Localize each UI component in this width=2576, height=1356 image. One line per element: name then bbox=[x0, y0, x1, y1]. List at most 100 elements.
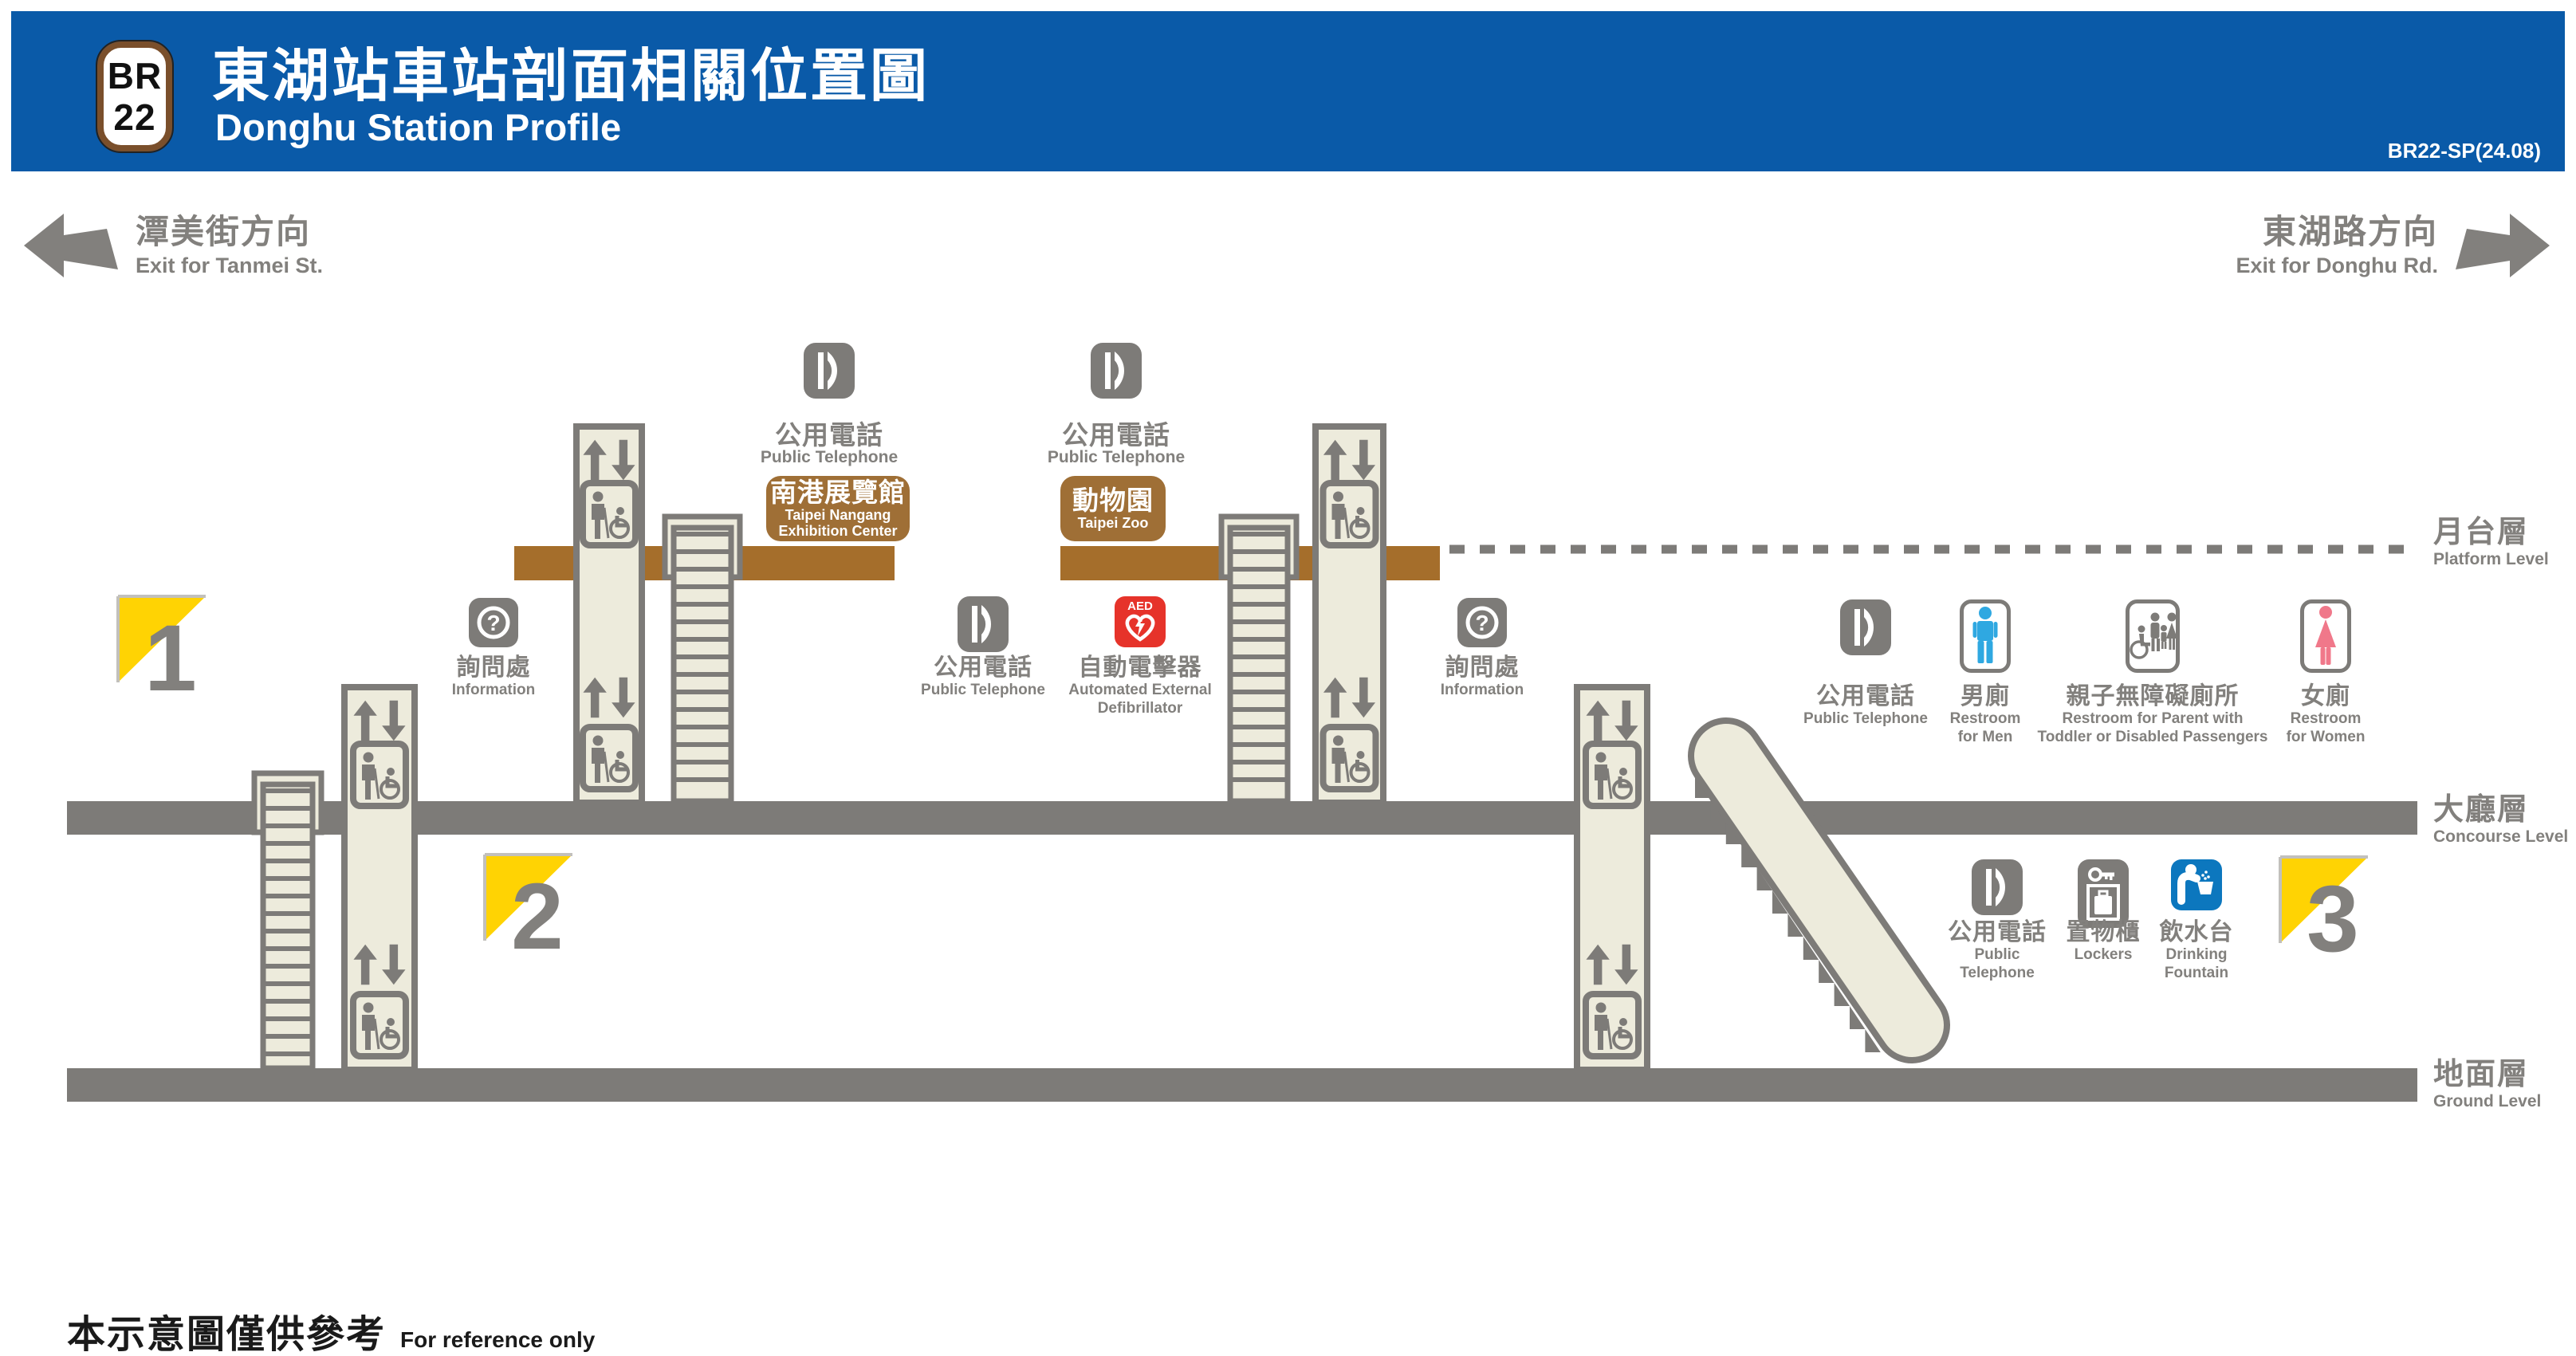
facility-label-en: Automated External bbox=[1068, 682, 1212, 698]
facility-label-en: Toddler or Disabled Passengers bbox=[2037, 728, 2268, 745]
level-label-ground: 地面層 Ground Level bbox=[2433, 1057, 2576, 1111]
facility-label-zh: 置物櫃 bbox=[2066, 919, 2141, 945]
facility-label-zh: 女廁 bbox=[2301, 683, 2350, 709]
elevator-icon bbox=[580, 724, 639, 792]
page-subtitle: Donghu Station Profile bbox=[215, 106, 622, 148]
exit-number: 2 bbox=[511, 864, 564, 969]
svg-text:AED: AED bbox=[1127, 599, 1153, 613]
level-label-zh: 月台層 bbox=[2433, 516, 2530, 549]
elevator-icon bbox=[1319, 480, 1379, 548]
header-bar: BR 22 東湖站車站剖面相關位置圖 Donghu Station Profil… bbox=[11, 11, 2565, 171]
badge-line-code: BR bbox=[107, 55, 163, 96]
restroom-family-icon bbox=[2126, 599, 2180, 673]
aed-icon: AED bbox=[1115, 596, 1166, 647]
destination-sign-zh: 動物園 bbox=[1072, 485, 1154, 515]
facility-label-en: Fountain bbox=[2164, 964, 2229, 981]
facility-label-en: for Women bbox=[2286, 728, 2366, 745]
station-code-badge: BR 22 bbox=[96, 40, 174, 153]
staircase bbox=[662, 513, 743, 804]
info-icon: ? bbox=[469, 598, 518, 647]
facility-label-en: Information bbox=[451, 682, 536, 698]
elevator-icon bbox=[350, 741, 409, 809]
facility-label-zh: 詢問處 bbox=[456, 654, 531, 681]
elevator-shaft bbox=[341, 684, 418, 1073]
staircase bbox=[251, 770, 324, 1071]
facility-info: ? 詢問處 Information bbox=[1347, 598, 1618, 698]
facility-label-zh: 公用電話 bbox=[1062, 420, 1170, 450]
concourse-level-bar bbox=[67, 801, 2417, 835]
badge-station-number: 22 bbox=[113, 96, 156, 138]
arrow-left-icon bbox=[24, 214, 118, 277]
restroom-men-icon bbox=[1960, 599, 2011, 673]
level-label-en: Platform Level bbox=[2433, 550, 2549, 568]
facility-label-zh: 自動電擊器 bbox=[1078, 654, 1202, 681]
level-label-platform: 月台層 Platform Level bbox=[2433, 515, 2576, 569]
ground-level-bar bbox=[67, 1068, 2417, 1102]
exit-flag-2: 2 bbox=[483, 853, 572, 969]
exit-number: 3 bbox=[2307, 867, 2359, 972]
facility-label-en: Lockers bbox=[2074, 946, 2133, 963]
phone-icon bbox=[1972, 859, 2023, 915]
exit-flag-1: 1 bbox=[116, 595, 206, 711]
direction-left-en: Exit for Tanmei St. bbox=[136, 254, 324, 277]
facility-label-en: Public Telephone bbox=[760, 448, 899, 466]
facility-phone: 公用電話 Public Telephone bbox=[848, 596, 1119, 698]
lockers-icon bbox=[2078, 859, 2129, 928]
direction-left: 潭美街方向 Exit for Tanmei St. bbox=[24, 214, 323, 282]
facility-lockers: 置物櫃 Lockers bbox=[1968, 859, 2239, 963]
destination-sign-en: Exhibition Center bbox=[778, 523, 898, 539]
exit-number: 1 bbox=[144, 606, 197, 711]
reference-note-zh: 本示意圖僅供參考 bbox=[67, 1314, 387, 1356]
destination-sign-1: 動物園 Taipei Zoo bbox=[1060, 476, 1166, 541]
facility-phone: 公用電話 Public Telephone bbox=[1730, 599, 2001, 727]
escalator bbox=[1688, 717, 1950, 1063]
facility-label-zh: 親子無障礙廁所 bbox=[2066, 683, 2240, 709]
facility-label-en: Drinking bbox=[2165, 946, 2228, 963]
phone-icon bbox=[1840, 599, 1891, 655]
svg-text:?: ? bbox=[1475, 611, 1489, 635]
facility-label-zh: 詢問處 bbox=[1445, 654, 1520, 681]
elevator-icon bbox=[350, 991, 409, 1059]
elevator-icon bbox=[1319, 724, 1379, 792]
facility-label-en: Restroom bbox=[2290, 710, 2362, 727]
facility-label-en: Public Telephone bbox=[1803, 710, 1928, 727]
destination-sign-en: Taipei Zoo bbox=[1077, 515, 1149, 531]
direction-right-zh: 東湖路方向 bbox=[2262, 213, 2438, 250]
facility-label-en: Public Telephone bbox=[921, 682, 1045, 698]
facility-label-en: Restroom bbox=[1949, 710, 2021, 727]
facility-label-en: for Men bbox=[1957, 728, 2013, 745]
exit-flag-3: 3 bbox=[2279, 855, 2368, 972]
facility-label-zh: 公用電話 bbox=[1816, 683, 1915, 709]
facility-label-zh: 飲水台 bbox=[2159, 919, 2234, 945]
facility-label-en: Telephone bbox=[1960, 964, 2035, 981]
level-label-zh: 地面層 bbox=[2433, 1058, 2530, 1091]
facility-label-en: Information bbox=[1440, 682, 1524, 698]
platform-level-bars bbox=[514, 544, 2417, 580]
fountain-icon bbox=[2171, 859, 2222, 910]
facility-label-zh: 公用電話 bbox=[775, 420, 883, 450]
elevator-icon bbox=[1583, 991, 1642, 1059]
reference-note-en: For reference only bbox=[400, 1327, 596, 1352]
destination-sign-en: Taipei Nangang bbox=[785, 507, 891, 523]
arrow-right-icon bbox=[2456, 214, 2550, 277]
diagram-code: BR22-SP(24.08) bbox=[2387, 139, 2541, 163]
facility-label-en: Defibrillator bbox=[1097, 699, 1183, 717]
elevator-shaft bbox=[573, 423, 645, 806]
level-label-zh: 大廳層 bbox=[2433, 793, 2530, 827]
staircase bbox=[1218, 513, 1300, 804]
facility-label-en: Public bbox=[1974, 946, 2020, 963]
elevator-shaft bbox=[1312, 423, 1386, 806]
page-title: 東湖站車站剖面相關位置圖 bbox=[212, 45, 930, 108]
info-icon: ? bbox=[1457, 598, 1507, 647]
facility-phone: 公用電話 Public Telephone bbox=[694, 343, 965, 466]
facility-label-zh: 公用電話 bbox=[1948, 919, 2047, 945]
